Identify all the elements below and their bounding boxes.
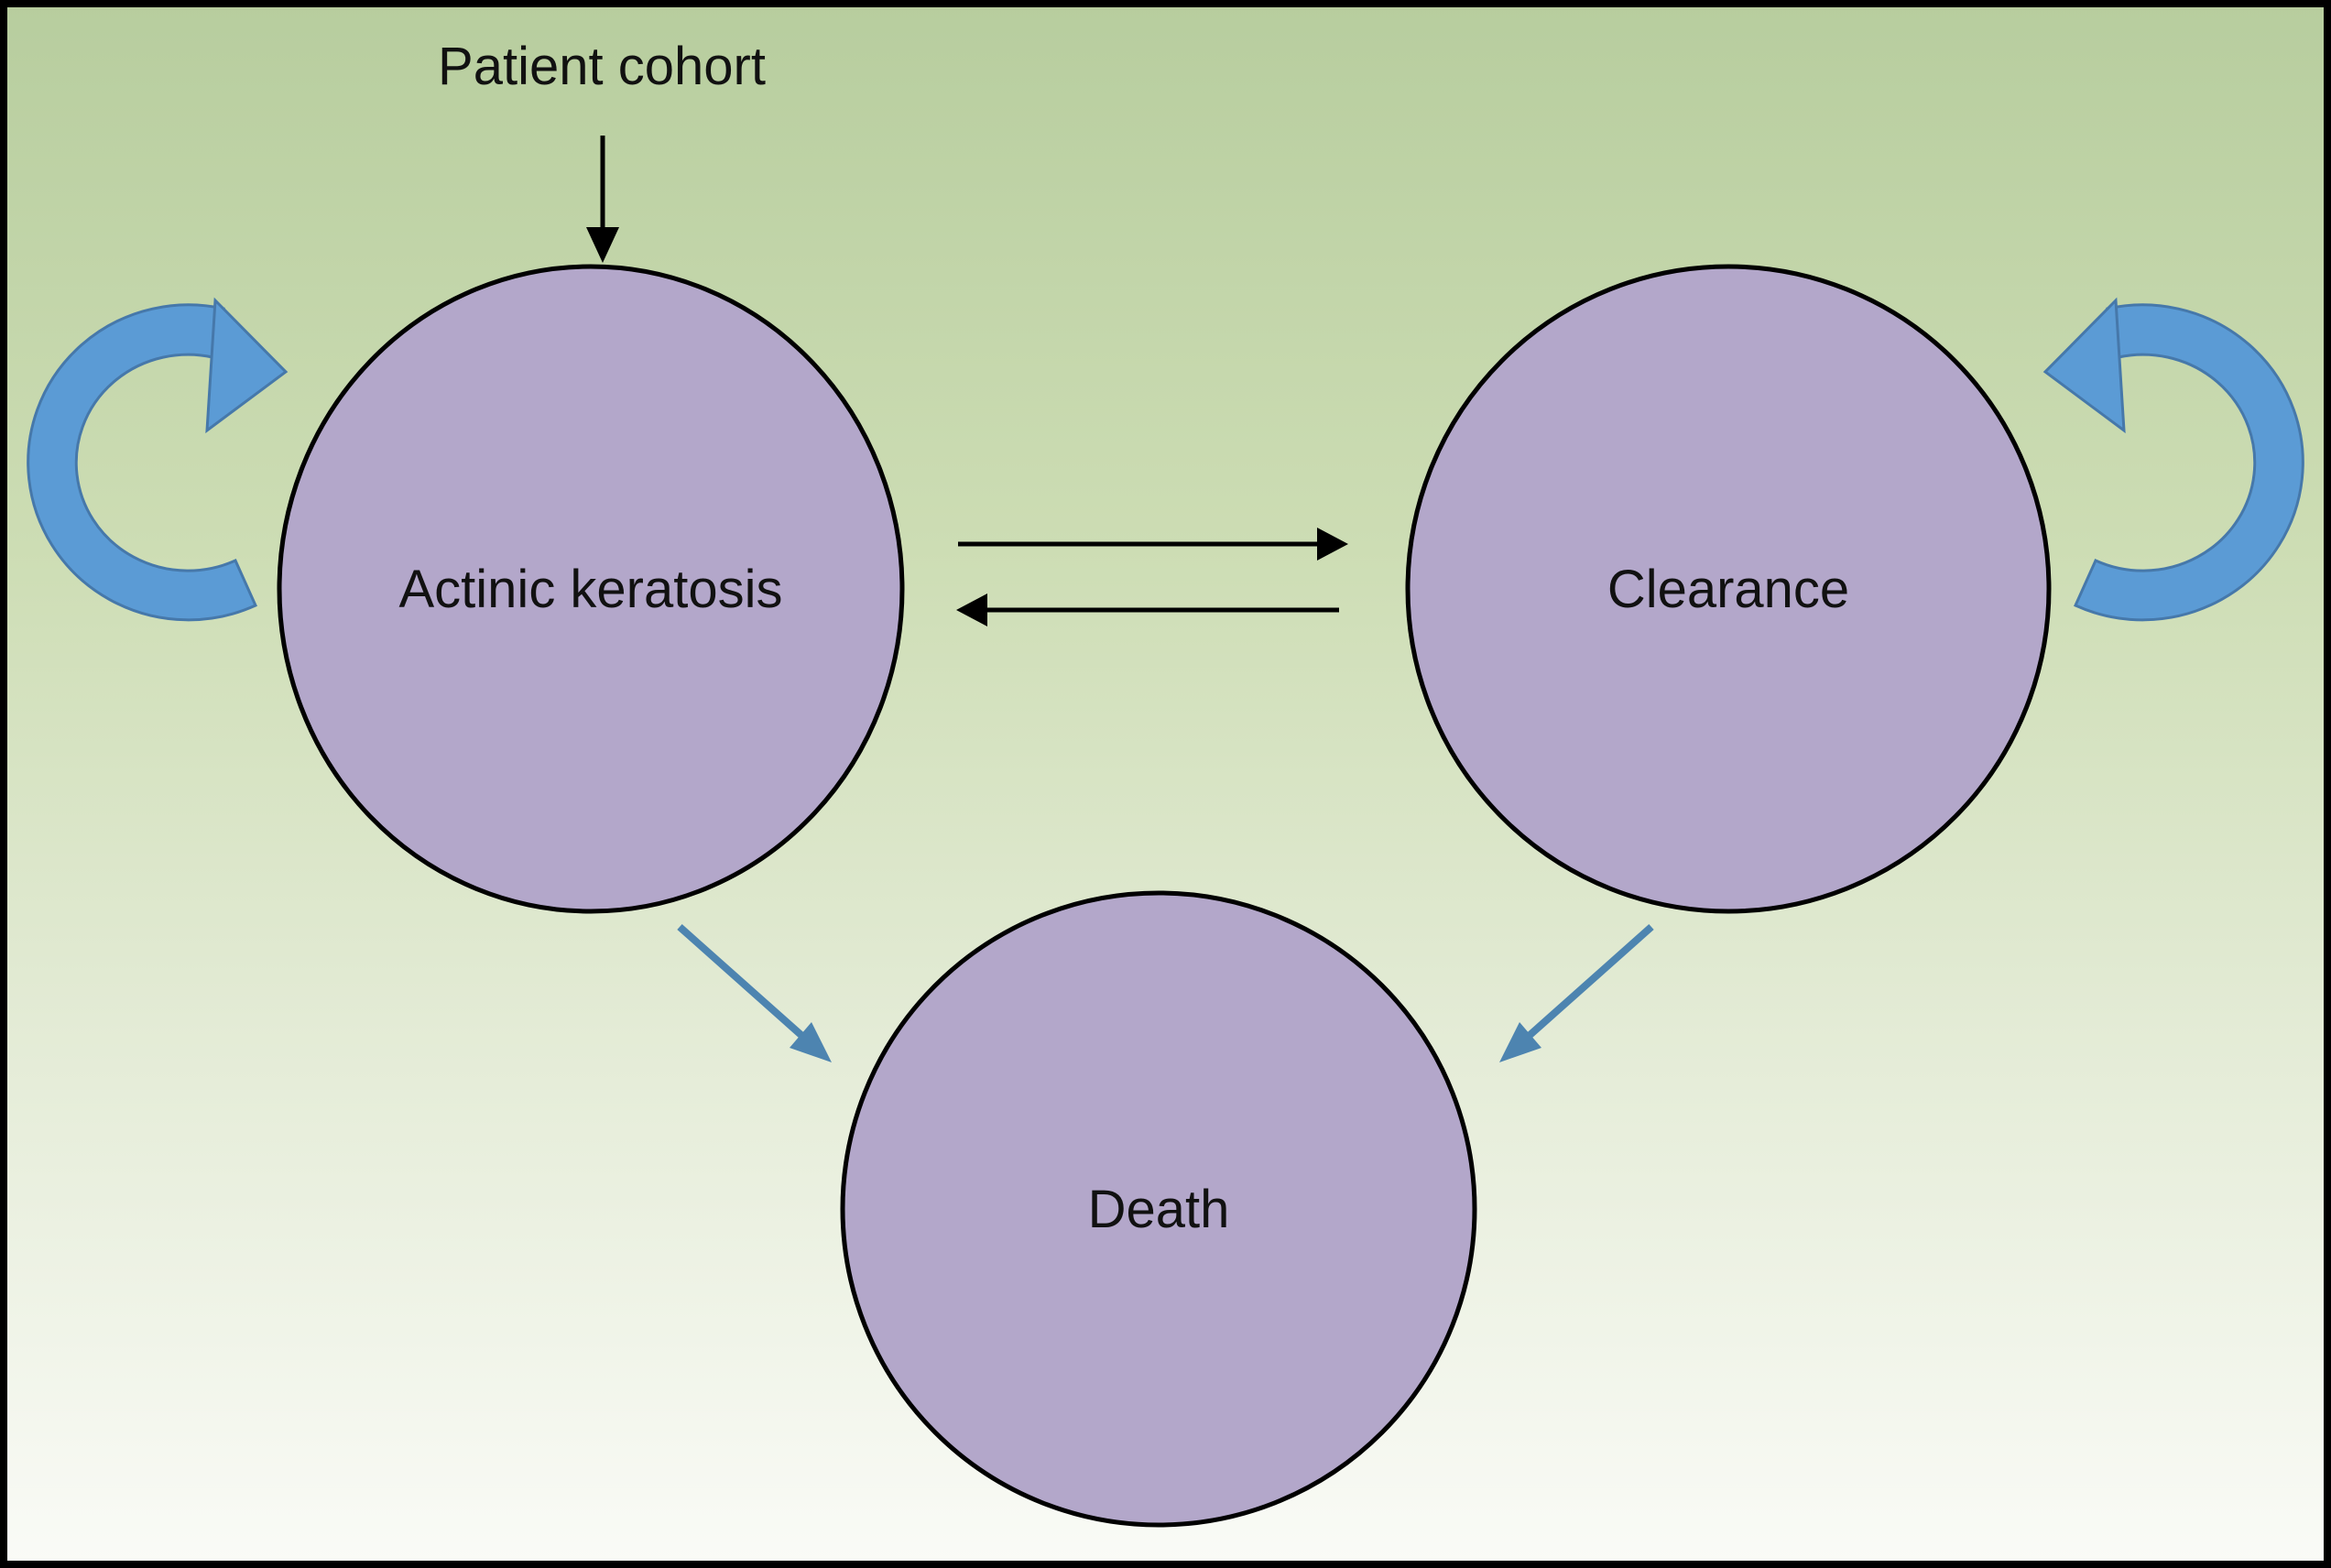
death-arrow-from-clearance: [1499, 924, 1654, 1062]
clearance-to-ak-head: [956, 593, 987, 626]
clearance-to-death-shaft: [1524, 924, 1654, 1040]
self-loop-clearance-band: [2074, 303, 2304, 622]
transition-arrow-ak-to-clearance: [958, 528, 1348, 561]
transition-arrow-clearance-to-ak: [956, 593, 1339, 626]
node-death-label: Death: [1088, 1180, 1230, 1239]
entry-arrow-head: [586, 227, 619, 263]
self-loop-arrow-ak: [27, 297, 289, 622]
death-arrow-from-ak: [677, 924, 832, 1062]
entry-arrow-cohort-to-ak: [586, 136, 619, 263]
ak-to-death-head: [790, 1022, 832, 1062]
clearance-to-death-head: [1499, 1022, 1541, 1062]
ak-to-clearance-head: [1317, 528, 1348, 561]
node-clearance: [1405, 264, 2052, 914]
node-death: [840, 890, 1477, 1528]
self-loop-clearance-head: [2042, 297, 2126, 434]
node-clearance-label: Clearance: [1607, 560, 1849, 619]
ak-to-death-shaft: [677, 924, 807, 1040]
self-loop-ak-band: [27, 303, 257, 622]
patient-cohort-label: Patient cohort: [438, 37, 766, 96]
self-loop-arrow-clearance: [2042, 297, 2304, 622]
self-loop-ak-head: [205, 297, 289, 434]
node-actinic-keratosis: [277, 264, 905, 914]
node-actinic-keratosis-label: Actinic keratosis: [398, 560, 782, 619]
